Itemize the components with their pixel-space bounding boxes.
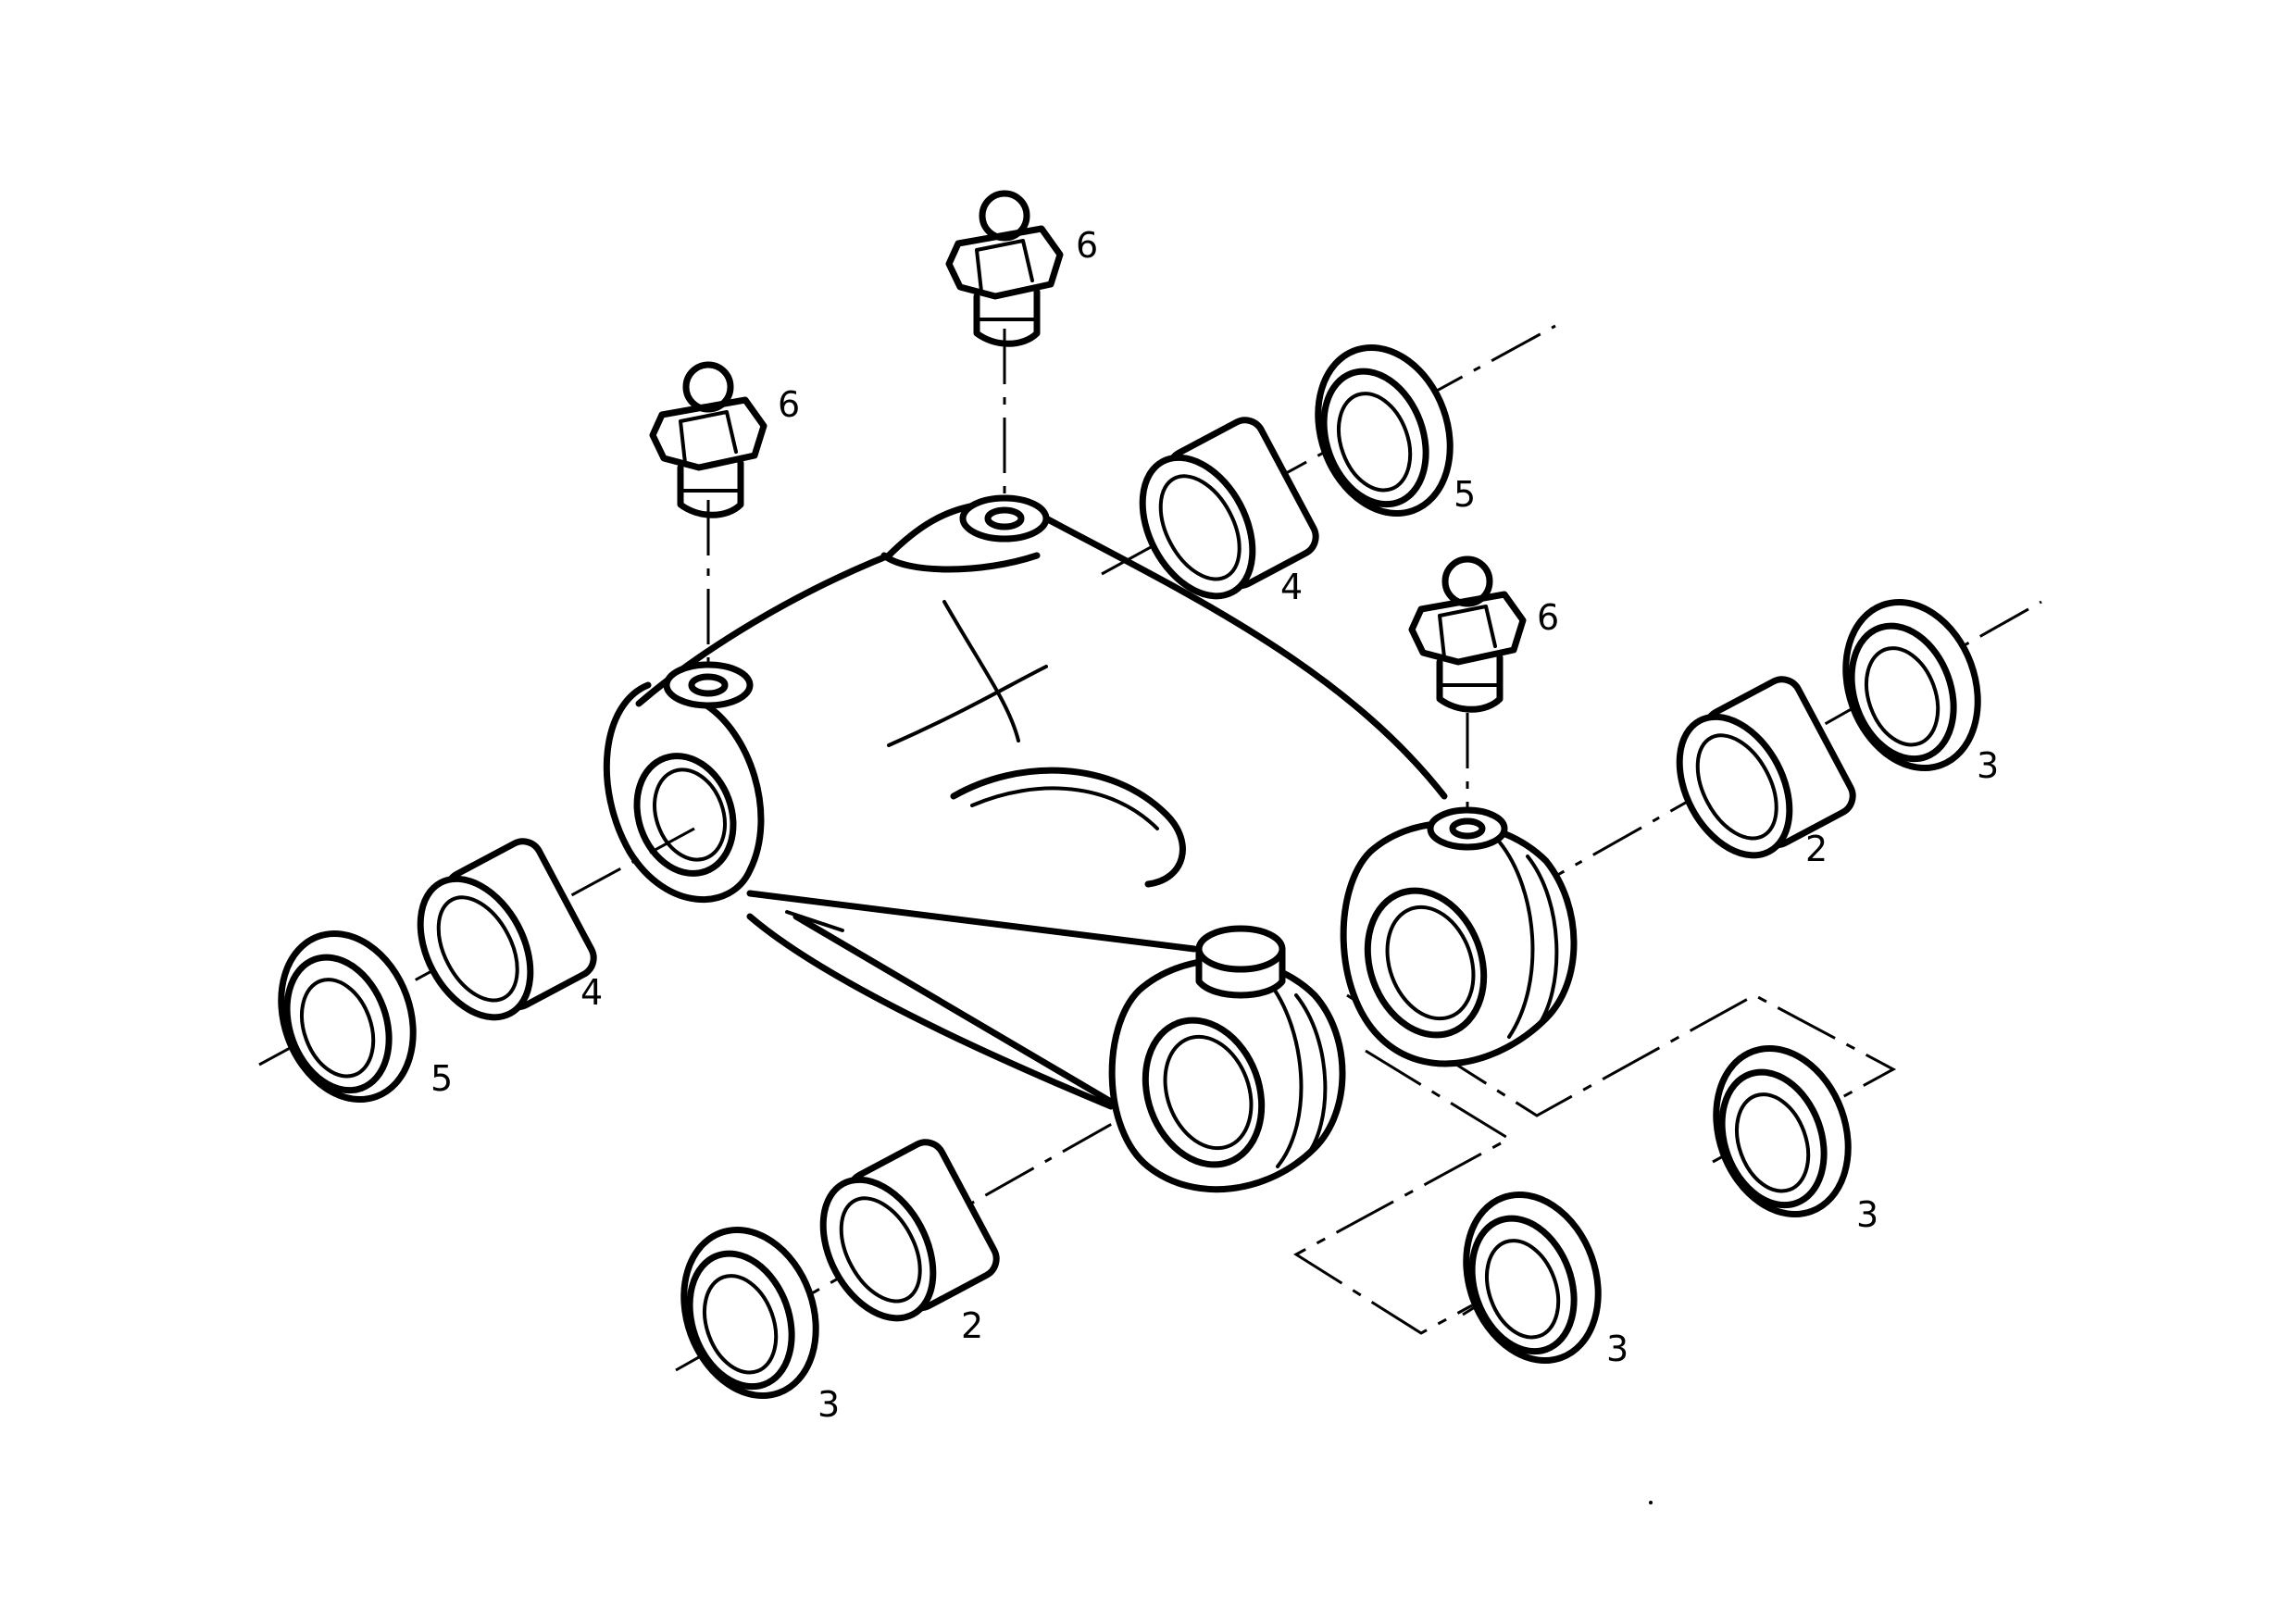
callout-seal-front: 3 (817, 1384, 840, 1425)
nipple-hex-face (679, 410, 738, 465)
link-rear-right-bore (1364, 887, 1488, 1039)
callout-seal-rear: 3 (1977, 745, 1999, 786)
nipple-hex (649, 396, 767, 471)
seal-bore (703, 1274, 779, 1375)
nipple-hex-face (1438, 605, 1497, 659)
scan-speck (1649, 1501, 1653, 1504)
link-upper-bridge (880, 552, 1041, 573)
seal-lip (1320, 368, 1429, 508)
grease-nipple-rear (945, 190, 1064, 347)
bushing-face (1676, 713, 1793, 859)
seal-3-rear (1842, 598, 1981, 772)
bushing-face (819, 1176, 937, 1322)
seal-5-rear (1315, 343, 1454, 518)
phantom-box-lower (1293, 1049, 1512, 1335)
link-left-boss (603, 681, 765, 903)
bushing-bore (1158, 474, 1242, 581)
link-lower-rail (746, 890, 1198, 1105)
seal-bore (1485, 1239, 1561, 1340)
seal-5-left (278, 930, 417, 1104)
seal-lip (1718, 1068, 1828, 1209)
seal-bore (1337, 392, 1413, 493)
seal-lip (1848, 622, 1957, 763)
link-body (603, 494, 1578, 1193)
bushing-bore (436, 895, 519, 1003)
nipple-collar (973, 288, 1041, 347)
callout-labels: 2 2 3 3 3 3 4 4 5 5 6 6 6 (430, 225, 1999, 1425)
bushing-4-rear (1139, 417, 1319, 600)
nipple-collar (1436, 654, 1504, 713)
link-center-slot (950, 767, 1186, 888)
link-lower-flat (785, 910, 844, 932)
nipple-hex (945, 225, 1064, 300)
link-web-ridge-2 (887, 665, 1048, 747)
link-rear-right-nipple-hole (1449, 817, 1486, 840)
axis-rear-left (1101, 324, 1556, 576)
callout-bushing-front: 2 (961, 1305, 983, 1346)
seal-lip (283, 954, 393, 1094)
callout-seal-5-rear: 5 (1454, 474, 1476, 515)
callout-bushing-rear: 2 (1805, 829, 1828, 869)
link-left-nipple-boss (663, 661, 754, 709)
link-front-right-bore (1142, 1017, 1266, 1168)
seal-bore (1735, 1092, 1811, 1193)
phantom-box-upper (1346, 993, 1897, 1117)
link-front-right-nipple-top (1195, 925, 1286, 973)
callout-bushing-4-rear: 4 (1280, 567, 1303, 607)
link-front-right-groove (1267, 979, 1328, 1168)
bushing-bore (1695, 733, 1778, 841)
bushing-4-left (417, 838, 597, 1021)
bushing-2-rear (1676, 676, 1856, 859)
bushing-bore (839, 1196, 922, 1304)
bushing-2-front (819, 1139, 1000, 1322)
seal-3-front (680, 1226, 819, 1400)
nipple-hex-face (975, 239, 1034, 293)
callout-seal-spare-a: 3 (1606, 1329, 1628, 1369)
bushing-face (417, 875, 534, 1021)
callout-bushing-4-left: 4 (580, 972, 603, 1013)
link-web-ridge (942, 600, 1020, 742)
link-rear-right-groove (1498, 841, 1559, 1039)
seal-3-spare-lower (1463, 1191, 1602, 1365)
nipple-hex (1408, 591, 1527, 666)
callout-nipple-right: 6 (1537, 597, 1559, 638)
nipple-collar (677, 459, 744, 518)
link-front-right-bore-inner (1163, 1034, 1254, 1151)
callout-nipple-rear: 6 (1076, 225, 1098, 266)
seal-3-spare-upper (1713, 1044, 1852, 1218)
grease-nipple-left (649, 361, 767, 518)
grease-nipple-right (1408, 555, 1527, 713)
callout-nipple-left: 6 (778, 384, 800, 425)
callout-seal-5-left: 5 (430, 1058, 453, 1099)
seal-bore (1865, 646, 1940, 747)
link-center-slot-inner (970, 786, 1159, 830)
seal-lip (1468, 1215, 1578, 1355)
link-rear-nipple-boss (959, 494, 1050, 543)
link-left-nipple-hole (688, 673, 729, 697)
link-left-bore-inner (653, 767, 727, 862)
link-rear-right-bore-inner (1385, 905, 1476, 1021)
link-rear-right-nipple-boss (1427, 806, 1508, 851)
link-rear-nipple-hole (984, 506, 1025, 530)
seal-bore (300, 978, 376, 1079)
link-lower-edge (746, 913, 1115, 1110)
phantom-outline-boxes (1293, 993, 1897, 1335)
link-left-bore (633, 753, 737, 877)
callout-seal-spare-b: 3 (1856, 1194, 1878, 1235)
link-upper-rail (635, 501, 1448, 800)
seal-lip (686, 1250, 795, 1391)
bushing-face (1139, 454, 1256, 600)
